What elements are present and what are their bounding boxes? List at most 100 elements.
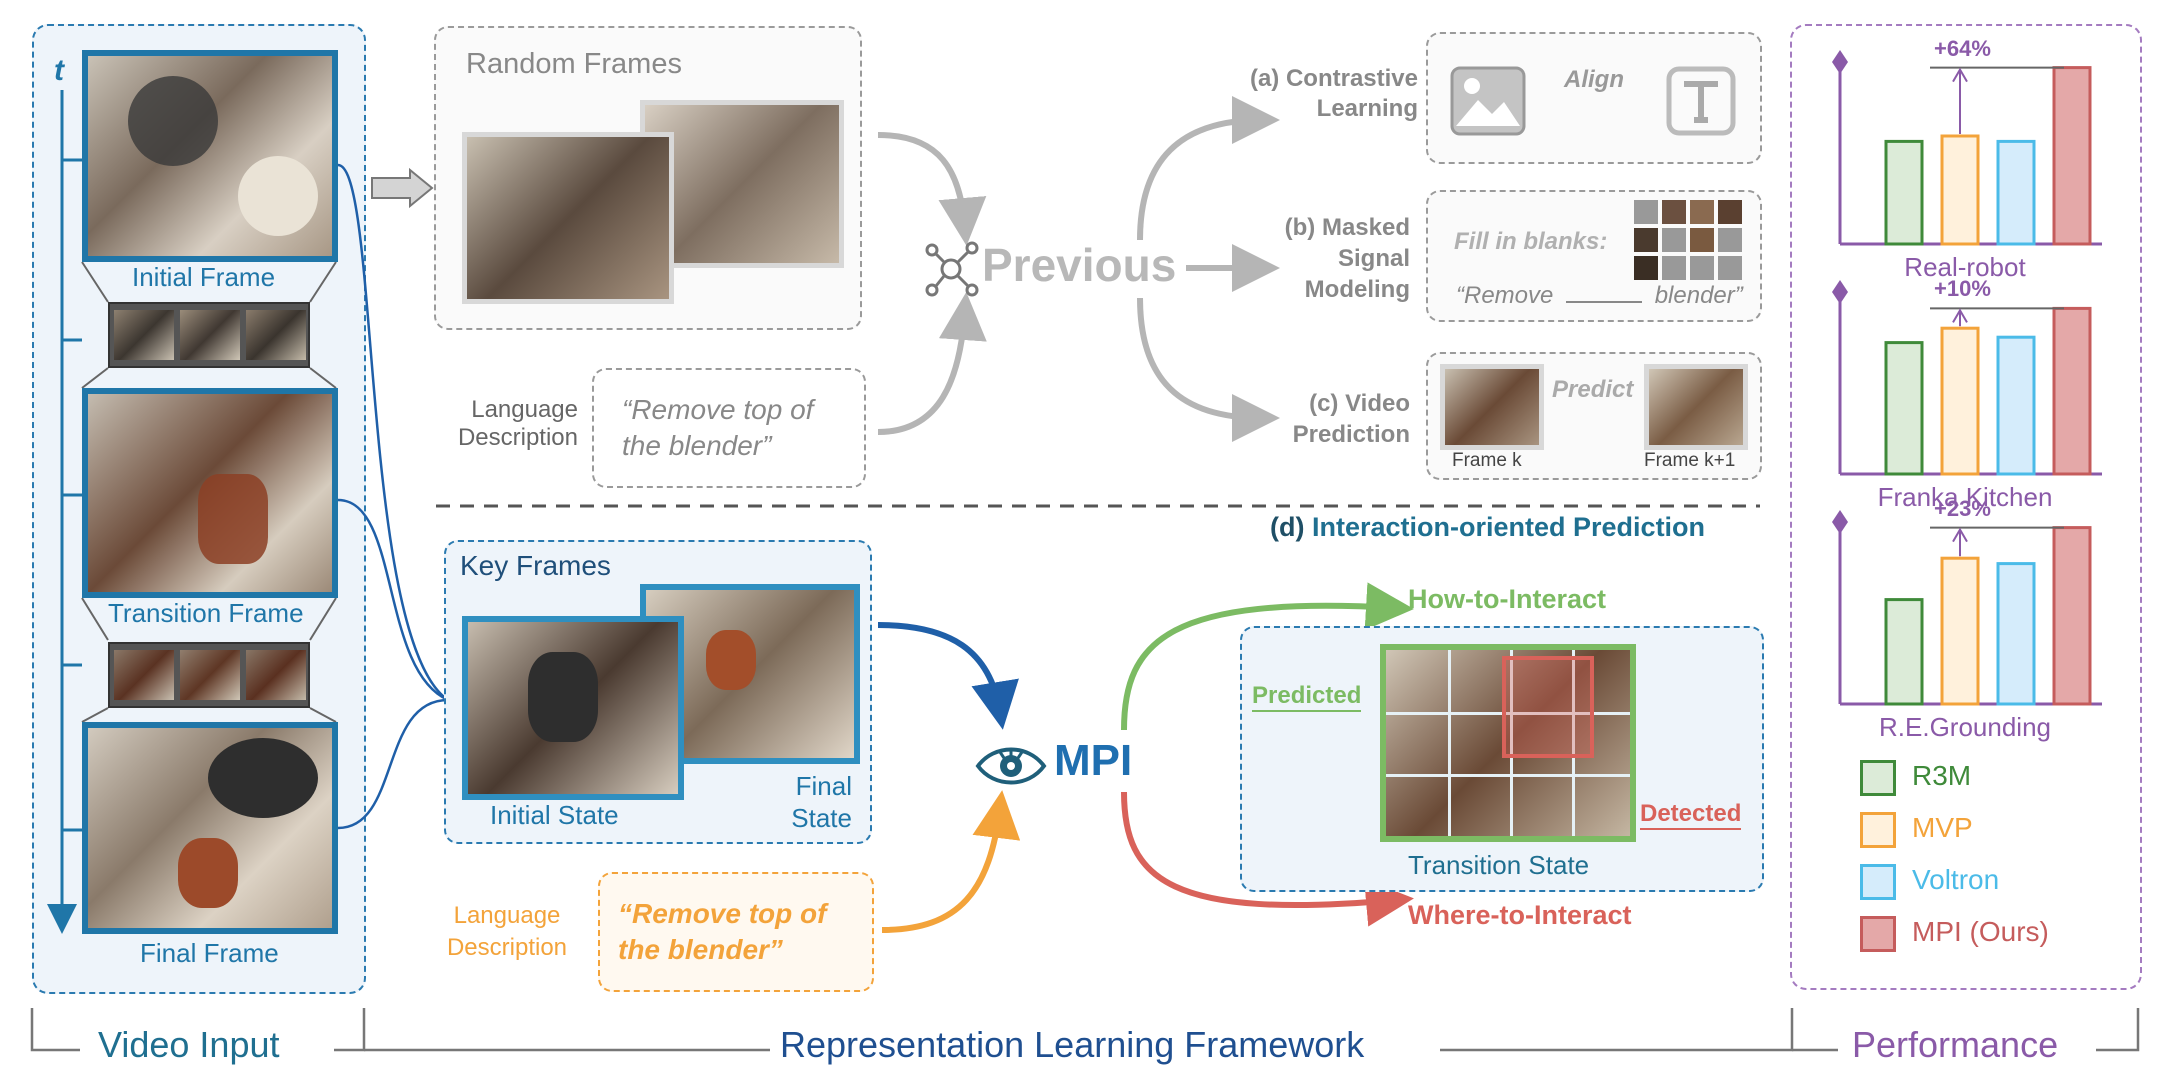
blender-jar-shape — [198, 474, 268, 564]
mpi-to-how-arrow — [1121, 582, 1414, 731]
label-line: Prediction — [1292, 421, 1410, 448]
contrastive-label: (a) Contrastive Learning — [1200, 64, 1418, 124]
key-frame-link — [337, 498, 449, 702]
key-frame-link — [337, 163, 449, 702]
image-icon — [1450, 66, 1526, 136]
key-frame-link — [337, 698, 449, 830]
video-prediction-label: (c) Video Prediction — [1200, 388, 1410, 450]
strip-thumbnail — [180, 310, 240, 360]
final-state-label: Final State — [780, 770, 852, 834]
strip-thumbnail — [246, 310, 306, 360]
improvement-arrowhead-icon — [1952, 308, 1968, 323]
bar-mpi-ours- — [2052, 66, 2092, 246]
language-label-line: Language — [453, 902, 561, 929]
performance-bracket — [1792, 1008, 2140, 1052]
blender-shape — [528, 652, 598, 742]
language-to-mpi-arrow — [881, 790, 1021, 933]
detected-label: Detected — [1640, 800, 1742, 830]
frame-k1-label: Frame k+1 — [1644, 450, 1736, 471]
key-frames-title: Key Frames — [460, 550, 611, 581]
blender-top-shape — [208, 738, 318, 818]
y-axis-diamond-icon — [1832, 50, 1848, 74]
label-line: Modeling — [1304, 276, 1410, 303]
quote-line: “Remove top of — [618, 898, 827, 929]
legend-swatch-mvp — [1860, 812, 1896, 848]
mpi-hub-label: MPI — [1054, 736, 1133, 785]
initial-frame-image — [82, 50, 338, 262]
legend-swatch-r3m — [1860, 760, 1896, 796]
initial-state-label: Initial State — [490, 800, 619, 830]
d-prefix: (d) — [1270, 512, 1305, 542]
transition-state-label: Transition State — [1408, 850, 1590, 880]
strip-thumbnail — [246, 650, 306, 700]
language-quote-bottom: “Remove top of the blender” — [618, 896, 826, 968]
previous-to-contrastive-arrow — [1137, 96, 1280, 241]
initial-state-image — [462, 616, 684, 800]
transition-frame-image — [82, 388, 338, 598]
bar-r3m — [1884, 341, 1924, 476]
bar-mpi-ours- — [2052, 526, 2092, 706]
frame-k-label: Frame k — [1452, 450, 1522, 471]
frame-strip — [108, 302, 310, 368]
language-to-previous-arrow — [877, 292, 987, 435]
y-axis-diamond-icon — [1832, 280, 1848, 304]
frame-zoom-connector — [81, 597, 337, 641]
time-axis-label: t — [54, 54, 64, 87]
blender-jar-shape — [178, 838, 238, 908]
d-text: Interaction-oriented Prediction — [1312, 512, 1706, 542]
strip-thumbnail — [114, 650, 174, 700]
final-frame-image — [82, 722, 338, 934]
framework-section-label: Representation Learning Framework — [780, 1024, 1365, 1065]
frame-zoom-connector — [81, 367, 337, 389]
masked-blank — [1566, 301, 1643, 303]
align-label: Align — [1564, 66, 1624, 93]
quote-line: “Remove top of — [622, 394, 814, 425]
bar-voltron — [1996, 335, 2036, 476]
label-line: (b) Masked — [1284, 214, 1410, 241]
language-label-top: Language Description — [444, 396, 578, 452]
legend-swatch-voltron — [1860, 864, 1896, 900]
bar-r3m — [1884, 139, 1924, 246]
performance-chart-labels: +64%Real-robot+10%Franka Kitchen+23%R.E.… — [1790, 24, 2140, 964]
legend-swatch-mpi — [1860, 916, 1896, 952]
chart-title: R.E.Grounding — [1879, 712, 2051, 742]
frame-k-image — [1440, 364, 1544, 450]
improvement-arrowhead-icon — [1952, 67, 1968, 83]
random-to-previous-arrow — [877, 132, 987, 246]
label-line: State — [791, 803, 852, 833]
random-frame-front — [462, 132, 674, 304]
language-quote-top: “Remove top of the blender” — [622, 392, 813, 464]
predicted-label: Predicted — [1252, 682, 1362, 712]
bar-voltron — [1996, 562, 2036, 706]
bar-mpi-ours- — [2052, 306, 2092, 476]
previous-hub-label: Previous — [982, 239, 1177, 291]
strip-thumbnail — [180, 650, 240, 700]
detected-box — [1502, 656, 1594, 758]
masked-sentence: “Remove blender” — [1456, 282, 1743, 310]
video-input-section-label: Video Input — [98, 1024, 280, 1065]
label-line: Learning — [1316, 95, 1418, 122]
bar-mvp — [1940, 326, 1980, 476]
language-label-bottom: Language Description — [432, 900, 582, 964]
label-line: (a) Contrastive — [1249, 65, 1418, 92]
bar-voltron — [1996, 139, 2036, 246]
where-to-interact-label: Where-to-Interact — [1408, 900, 1632, 930]
bar-mvp — [1940, 556, 1980, 706]
mpi-to-where-arrow — [1121, 791, 1414, 927]
legend-label-r3m: R3M — [1912, 760, 1972, 791]
frame-zoom-connector — [81, 707, 337, 723]
bar-r3m — [1884, 598, 1924, 706]
predict-label: Predict — [1552, 376, 1634, 403]
improvement-annotation: +64% — [1934, 35, 1991, 61]
frame-strip — [108, 642, 310, 708]
performance-section-label: Performance — [1852, 1024, 2059, 1065]
random-frames-title: Random Frames — [466, 48, 682, 80]
initial-frame-label: Initial Frame — [132, 262, 276, 292]
legend-label-voltron: Voltron — [1912, 864, 2000, 895]
label-line: Final — [795, 771, 852, 801]
chart-title: Real-robot — [1904, 252, 2026, 282]
improvement-annotation: +10% — [1934, 276, 1991, 302]
blender-pot-shape — [128, 76, 218, 166]
transition-frame-label: Transition Frame — [108, 598, 304, 628]
